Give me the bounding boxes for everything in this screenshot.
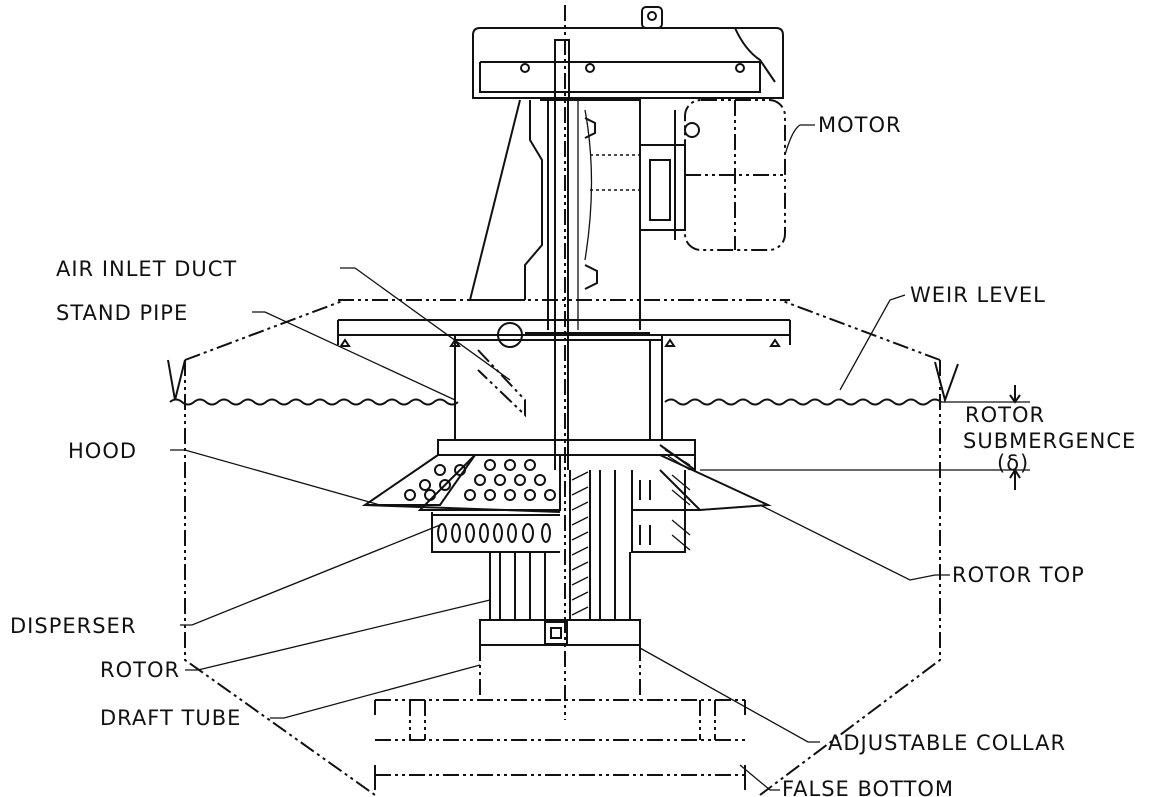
label-hood: HOOD [68, 439, 137, 463]
draft-tube [479, 619, 641, 700]
hood [361, 439, 772, 513]
label-false-bottom: FALSE BOTTOM [782, 777, 954, 797]
liquid-surface [169, 398, 942, 406]
label-rotor-top: ROTOR TOP [952, 563, 1085, 587]
label-rotor-submergence-line2: SUBMERGENCE [963, 429, 1136, 453]
tank-outline [167, 299, 959, 796]
false-bottom [374, 699, 746, 790]
label-rotor-submergence-line1: ROTOR [965, 403, 1045, 427]
label-air-inlet-duct: AIR INLET DUCT [56, 257, 237, 281]
disperser [431, 470, 700, 553]
label-adjustable-collar: ADJUSTABLE COLLAR [828, 731, 1066, 755]
rotor [489, 470, 631, 645]
label-motor: MOTOR [818, 113, 902, 137]
labels: MOTOR AIR INLET DUCT STAND PIPE WEIR LEV… [10, 113, 1136, 797]
label-draft-tube: DRAFT TUBE [100, 706, 241, 730]
label-rotor-submergence-symbol: (δ) [997, 451, 1029, 475]
stand-pipe [454, 335, 663, 440]
label-weir-level: WEIR LEVEL [910, 283, 1046, 307]
disperser-slots [437, 523, 551, 543]
top-housing [472, 6, 784, 99]
drive-frame [468, 98, 686, 470]
submergence-dimension [700, 385, 1030, 490]
label-stand-pipe: STAND PIPE [56, 301, 188, 325]
label-rotor: ROTOR [100, 658, 180, 682]
hood-perforations [404, 459, 556, 501]
motor [674, 99, 786, 251]
label-disperser: DISPERSER [10, 614, 136, 638]
support-beam [337, 299, 791, 348]
leader-lines [170, 124, 950, 791]
